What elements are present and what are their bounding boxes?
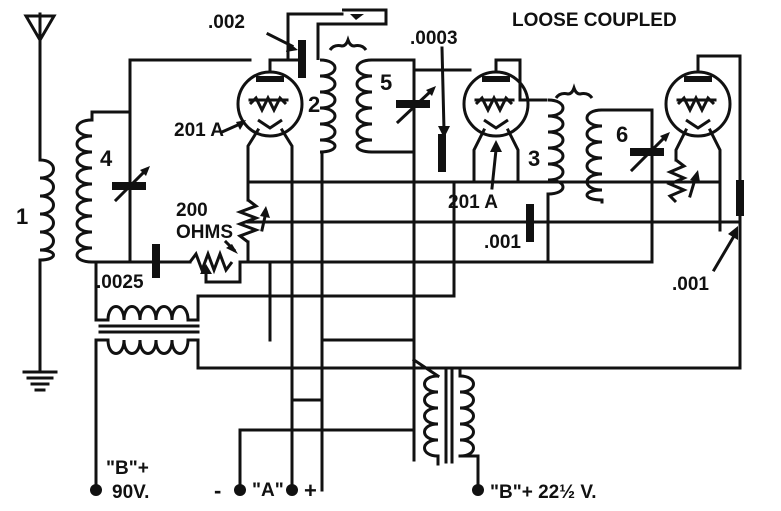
tube-1-label: 201 A bbox=[174, 120, 224, 141]
coil-5-label: 5 bbox=[380, 70, 392, 95]
audio-transformer-1 bbox=[98, 305, 200, 355]
variable-capacitor-4 bbox=[112, 166, 150, 203]
coil-6 bbox=[585, 108, 603, 202]
rheostat-grid bbox=[188, 239, 242, 284]
audio-transformer-2 bbox=[423, 368, 475, 464]
coil-2-label: 2 bbox=[308, 92, 320, 117]
a-minus-label: - bbox=[214, 478, 221, 503]
variable-capacitor-6 bbox=[629, 132, 670, 173]
capacitor-001-a-label: .001 bbox=[484, 232, 521, 253]
a-label: "A" bbox=[252, 480, 284, 501]
terminal-b-plus-22 bbox=[472, 484, 484, 496]
b-plus-90-label-a: "B"+ bbox=[106, 458, 149, 479]
coil-4-label: 4 bbox=[100, 146, 113, 171]
b-plus-22-label: "B"+ 22½ V. bbox=[490, 482, 597, 503]
terminal-b-plus-90 bbox=[90, 484, 102, 496]
jack-icon bbox=[316, 8, 388, 60]
a-plus-label: + bbox=[304, 478, 317, 503]
capacitor-0025 bbox=[152, 244, 160, 278]
capacitor-0025-label: .0025 bbox=[96, 272, 144, 293]
rheostat-value: 200 bbox=[176, 200, 208, 221]
ground-icon bbox=[22, 258, 58, 392]
terminal-a-plus bbox=[286, 484, 298, 496]
coil-2 bbox=[319, 58, 337, 154]
capacitor-0003-label: .0003 bbox=[410, 28, 458, 49]
b-plus-90-label-b: 90V. bbox=[112, 482, 149, 503]
coil-1-label: 1 bbox=[16, 204, 28, 229]
capacitor-002 bbox=[298, 40, 306, 78]
capacitor-001-b-label: .001 bbox=[672, 274, 709, 295]
coil-5 bbox=[355, 58, 373, 154]
loose-coupled-label: LOOSE COUPLED bbox=[512, 10, 677, 31]
variable-capacitor-0003 bbox=[395, 86, 436, 125]
tube-2-label: 201 A bbox=[448, 192, 498, 213]
capacitor-002-label: .002 bbox=[208, 12, 245, 33]
coil-1 bbox=[39, 158, 55, 262]
tube-2 bbox=[462, 70, 530, 138]
capacitor-001-b bbox=[736, 180, 744, 216]
coil-4 bbox=[75, 118, 94, 264]
coil-3-label: 3 bbox=[528, 146, 540, 171]
terminal-a-minus bbox=[234, 484, 246, 496]
tube-3 bbox=[664, 70, 732, 138]
tube-1 bbox=[236, 70, 304, 138]
coil-6-label: 6 bbox=[616, 122, 628, 147]
rheostat-unit: OHMS bbox=[176, 222, 233, 243]
antenna-icon bbox=[23, 12, 57, 162]
coil-3 bbox=[547, 98, 565, 196]
